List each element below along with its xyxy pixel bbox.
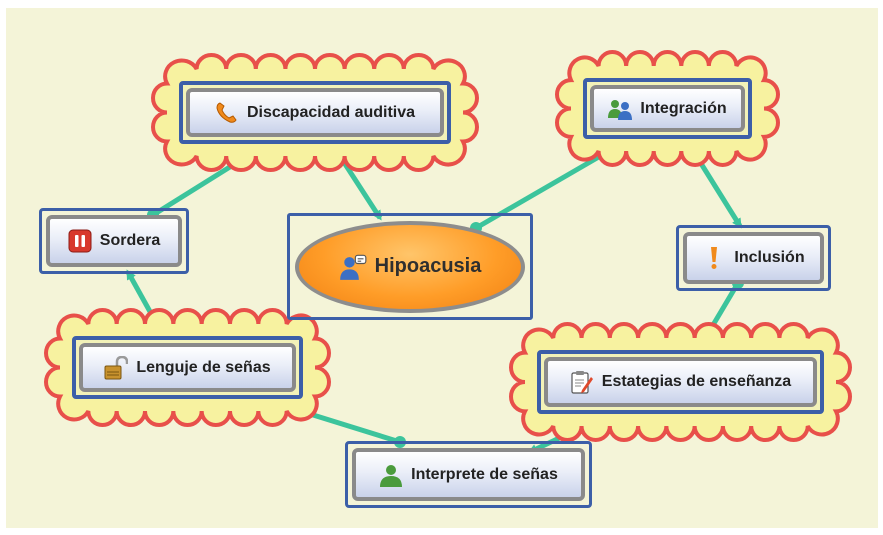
topic-body: Sordera — [46, 215, 182, 267]
topic-label: Discapacidad auditiva — [246, 103, 416, 121]
telephone-icon — [216, 101, 237, 123]
topic-label: Integración — [640, 99, 727, 117]
topic-label: Estategias de enseñanza — [601, 373, 792, 390]
topic-label: Lenguje de señas — [136, 358, 271, 376]
central-topic-label: Hipoacusia — [374, 255, 482, 277]
topic-body: Estategias de enseñanza — [544, 357, 817, 407]
people-icon — [608, 99, 633, 120]
topic-discapacidad-auditiva[interactable]: Discapacidad auditiva — [179, 81, 451, 144]
topic-label: Inclusión — [734, 249, 805, 266]
exclamation-icon — [711, 247, 718, 269]
topic-lenguje-de-senas[interactable]: Lenguje de señas — [72, 336, 303, 399]
deaf-person-icon — [339, 254, 367, 280]
topic-label: Sordera — [99, 232, 161, 249]
clipboard-icon — [571, 371, 593, 394]
padlock-open-icon — [104, 355, 129, 379]
central-topic-ellipse: Hipoacusia — [295, 220, 525, 313]
person-icon — [380, 464, 403, 487]
pause-icon — [68, 229, 92, 253]
topic-body: Discapacidad auditiva — [186, 88, 444, 137]
topic-body: Inclusión — [683, 232, 824, 284]
central-topic[interactable]: Hipoacusia — [287, 213, 533, 320]
topic-body: Integración — [590, 85, 745, 132]
topic-body: Lenguje de señas — [79, 343, 296, 392]
topic-integracion[interactable]: Integración — [583, 78, 752, 139]
topic-body: Interprete de señas — [352, 448, 585, 501]
topic-inclusion[interactable]: Inclusión — [676, 225, 831, 291]
topic-estategias-de-ensenanza[interactable]: Estategias de enseñanza — [537, 350, 824, 414]
topic-sordera[interactable]: Sordera — [39, 208, 189, 274]
topic-interprete-de-senas[interactable]: Interprete de señas — [345, 441, 592, 508]
topic-label: Interprete de señas — [411, 465, 558, 483]
